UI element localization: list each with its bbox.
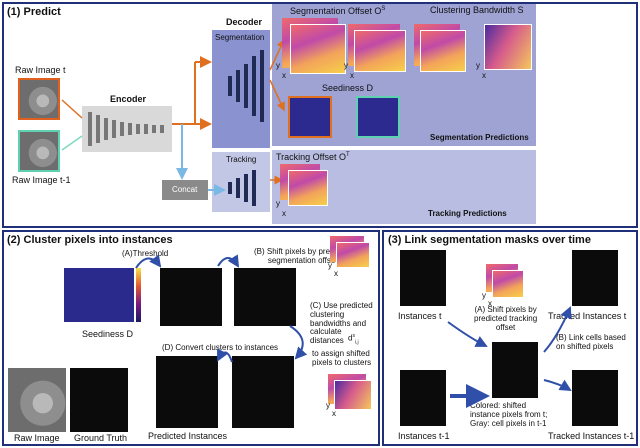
tracking-offset-axis-y: y [276, 199, 280, 208]
raw-image-t-label: Raw Image t [15, 65, 66, 75]
decoder-tracking-block [212, 152, 270, 212]
seg-offset-small-axis-y: y [328, 261, 332, 270]
bandwidth-map-2 [484, 24, 532, 70]
tracking-offset-small-axis-x: x [488, 299, 492, 308]
segmentation-predictions-label: Segmentation Predictions [430, 133, 529, 142]
tracked-instances-t-map [572, 250, 618, 306]
seg-offset-2-axis-y: y [344, 61, 348, 70]
predict-panel [2, 2, 638, 228]
ground-truth-small [70, 368, 128, 432]
shift-result [234, 268, 296, 326]
cluster-title: (2) Cluster pixels into instances [7, 234, 173, 246]
seediness-label: Seediness D [322, 83, 374, 93]
instances-t1-map [400, 370, 446, 426]
bandwidth-small-front [334, 380, 372, 410]
shifted-instances-map [492, 342, 538, 398]
assign-shifted-label: to assign shifted pixels to clusters [312, 349, 372, 367]
seg-offset-map-front [290, 24, 346, 74]
raw-image-t [18, 78, 60, 120]
tracked-instances-t1-map [572, 370, 618, 426]
threshold-result [160, 268, 222, 326]
tracking-offset-small-axis-y: y [482, 291, 486, 300]
cluster-arrows [135, 254, 308, 363]
clustering-bandwidth-label: Clustering Bandwidth S [430, 5, 524, 15]
use-predicted-label: (C) Use predicted clustering bandwidths … [310, 301, 373, 346]
clustered-map [232, 356, 294, 428]
seediness-caption: Seediness D [82, 329, 134, 339]
decoder-tracking-label: Tracking [226, 155, 257, 164]
tracking-offset-label: Tracking Offset OT [276, 152, 350, 162]
predict-title: (1) Predict [7, 6, 61, 18]
seg-offset-2-axis-x: x [350, 71, 354, 80]
bandwidth-small-axis-x: x [332, 409, 336, 418]
seg-offset-axis-x: x [282, 71, 286, 80]
raw-image-small [8, 368, 66, 432]
seediness-colorbar [136, 268, 141, 322]
cluster-panel [2, 230, 380, 446]
decoder-track-layers-icon [228, 170, 256, 206]
decoder-label: Decoder [226, 17, 263, 27]
seg-offset-label: Segmentation Offset OS [290, 6, 386, 16]
raw-image-t1-label: Raw Image t-1 [12, 175, 71, 185]
ground-truth-caption: Ground Truth [74, 433, 128, 443]
seg-offset-small-axis-x: x [334, 269, 338, 278]
concat-label: Concat [172, 185, 198, 194]
decoder-segmentation-label: Segmentation [215, 33, 265, 42]
tracking-offset-axis-x: x [282, 209, 286, 218]
threshold-label: (A)Threshold [122, 249, 169, 258]
seg-offset-axis-y: y [276, 61, 280, 70]
seg-offset-small-front [336, 242, 370, 268]
tracking-predictions-label: Tracking Predictions [428, 209, 507, 218]
seediness-map-1 [288, 96, 332, 138]
bandwidth-map-1-front [420, 30, 466, 72]
concat-box [162, 180, 208, 200]
tracking-offset-small-front [492, 270, 524, 298]
encoder-layers-icon [88, 112, 164, 146]
decoder-seg-layers-icon [228, 50, 264, 122]
link-arrows [447, 306, 572, 408]
instances-t1-caption: Instances t-1 [398, 431, 450, 441]
bandwidth-axis-y: y [476, 61, 480, 70]
distance-term: dsi,j [348, 333, 359, 346]
bandwidth-axis-x: x [482, 71, 486, 80]
bandwidth-small-axis-y: y [326, 401, 330, 410]
tracked-instances-t-caption: Tracked Instances t [548, 311, 627, 321]
raw-image-t1 [18, 130, 60, 172]
link-cells-label: (B) Link cells based on shifted pixels [556, 333, 626, 351]
tracking-offset-map-front [288, 170, 328, 206]
predicted-instances-caption: Predicted Instances [148, 431, 228, 441]
instances-t-map [400, 250, 446, 306]
instances-t-caption: Instances t [398, 311, 442, 321]
seediness-map-2 [356, 96, 400, 138]
seediness-threshold-map [64, 268, 134, 322]
link-title: (3) Link segmentation masks over time [388, 234, 591, 246]
link-panel [382, 230, 638, 446]
encoder-label: Encoder [110, 94, 147, 104]
raw-image-caption: Raw Image [14, 433, 60, 443]
convert-clusters-label: (D) Convert clusters to instances [162, 343, 279, 352]
predicted-instances-map [156, 356, 218, 428]
seg-offset-map-2-front [354, 30, 406, 72]
shift-tracking-label: (A) Shift pixels by predicted tracking o… [474, 305, 538, 332]
tracked-instances-t1-caption: Tracked Instances t-1 [548, 431, 635, 441]
